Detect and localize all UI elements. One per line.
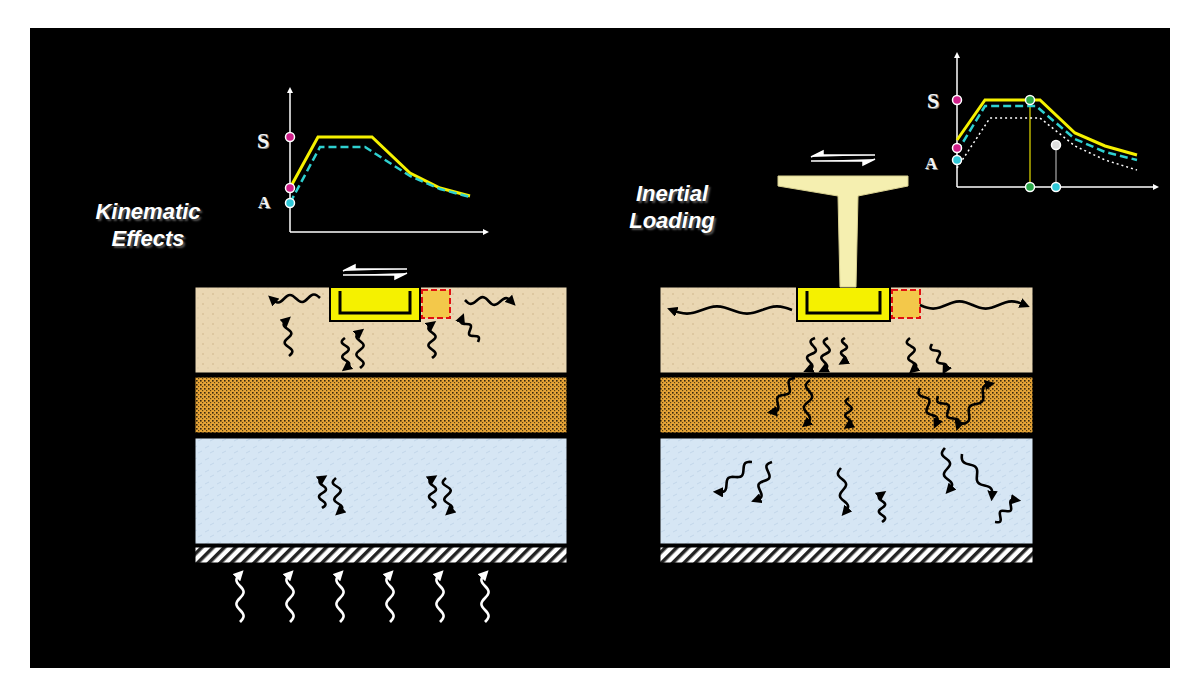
wave-arrow xyxy=(942,448,952,490)
pga-foundation-dot xyxy=(953,156,962,165)
wave-arrow xyxy=(821,338,829,370)
wave-arrow xyxy=(481,574,488,622)
wave-arrow xyxy=(461,318,479,342)
soil-column-right xyxy=(660,287,1033,563)
foundation-wall xyxy=(807,291,880,313)
axis-label: A xyxy=(925,154,937,174)
y-axis xyxy=(289,90,291,232)
top-soil-layer xyxy=(195,287,567,373)
spectrum-curve-foundation xyxy=(290,147,470,203)
bedrock-strip xyxy=(660,547,1033,563)
wave-arrow xyxy=(272,295,320,303)
wave-arrow xyxy=(319,478,326,508)
wave-arrow xyxy=(804,380,812,424)
period-marker xyxy=(1029,100,1030,187)
top-soil-layer xyxy=(660,287,1033,373)
spectral-peak-dot xyxy=(286,133,295,142)
wave-arrow xyxy=(879,494,885,522)
wave-arrow xyxy=(443,478,452,512)
wave-arrow xyxy=(845,398,852,426)
pga-foundation-dot xyxy=(286,199,295,208)
lower-soil-layer xyxy=(660,438,1033,544)
x-axis xyxy=(290,231,486,233)
wave-arrow xyxy=(918,388,937,424)
dense-soil-layer xyxy=(660,377,1033,433)
shaking-arrow xyxy=(811,151,875,165)
bridge-pier xyxy=(778,176,908,287)
spectrum-curve-foundation xyxy=(957,106,1137,160)
lower-soil-layer xyxy=(195,438,567,544)
pga-dot xyxy=(953,144,962,153)
wave-arrow xyxy=(465,297,512,305)
wave-arrow xyxy=(838,468,848,512)
spectral-peak-dot xyxy=(953,96,962,105)
dense-soil-layer xyxy=(195,377,567,433)
wave-arrow xyxy=(333,478,342,512)
section-title: Inertial Loading xyxy=(607,180,737,234)
wave-arrow xyxy=(342,338,350,368)
soil-column-left xyxy=(195,287,567,563)
spectrum-curve-surface xyxy=(290,137,470,196)
foundation-box xyxy=(330,287,420,321)
axis-label: A xyxy=(258,193,270,213)
shaking-arrow xyxy=(343,265,407,279)
axis-label: S xyxy=(927,88,939,114)
wave-arrow xyxy=(718,462,752,492)
wave-arrow xyxy=(284,320,293,356)
foundation-wall xyxy=(340,291,410,313)
period-dot xyxy=(1026,96,1035,105)
wave-arrow xyxy=(772,378,795,412)
bedrock-strip xyxy=(195,547,567,563)
wave-arrow xyxy=(962,454,992,496)
shaking-arrow-left xyxy=(343,265,407,271)
wave-arrow xyxy=(756,462,772,500)
wave-arrow xyxy=(841,338,847,362)
wave-arrow xyxy=(931,344,947,370)
pga-dot xyxy=(286,184,295,193)
wave-arrow xyxy=(920,301,1025,308)
adjacent-element xyxy=(892,290,920,318)
wave-arrow xyxy=(807,338,816,370)
shaking-arrow-left xyxy=(811,151,875,157)
shaking-arrow-right xyxy=(811,159,875,165)
period-dot xyxy=(1052,141,1061,150)
foundation xyxy=(797,287,920,321)
section-title: Kinematic Effects xyxy=(83,198,213,252)
foundation-box xyxy=(797,287,890,321)
wave-arrow xyxy=(907,338,916,370)
wave-arrow xyxy=(286,574,293,622)
wave-arrow xyxy=(436,574,443,622)
period-dot xyxy=(1026,183,1035,192)
adjacent-element xyxy=(422,290,450,318)
wave-arrow xyxy=(962,384,990,424)
wave-arrow xyxy=(236,574,243,622)
wave-arrow xyxy=(386,574,393,622)
foundation xyxy=(330,287,450,321)
wave-arrow xyxy=(336,574,343,622)
wave-arrow xyxy=(995,500,1016,523)
period-marker xyxy=(1055,145,1056,187)
chart-axes xyxy=(290,90,486,232)
wave-arrow xyxy=(672,306,792,313)
shaking-arrow-right xyxy=(343,273,407,279)
wave-arrow xyxy=(937,396,959,426)
wave-arrow xyxy=(429,478,436,508)
spectrum-curve-system xyxy=(957,118,1137,170)
axis-label: S xyxy=(257,128,269,154)
period-dot xyxy=(1052,183,1061,192)
wave-arrow xyxy=(428,324,435,358)
chart-axes xyxy=(957,55,1156,187)
background-panel xyxy=(30,28,1170,668)
wave-arrow xyxy=(356,332,363,368)
